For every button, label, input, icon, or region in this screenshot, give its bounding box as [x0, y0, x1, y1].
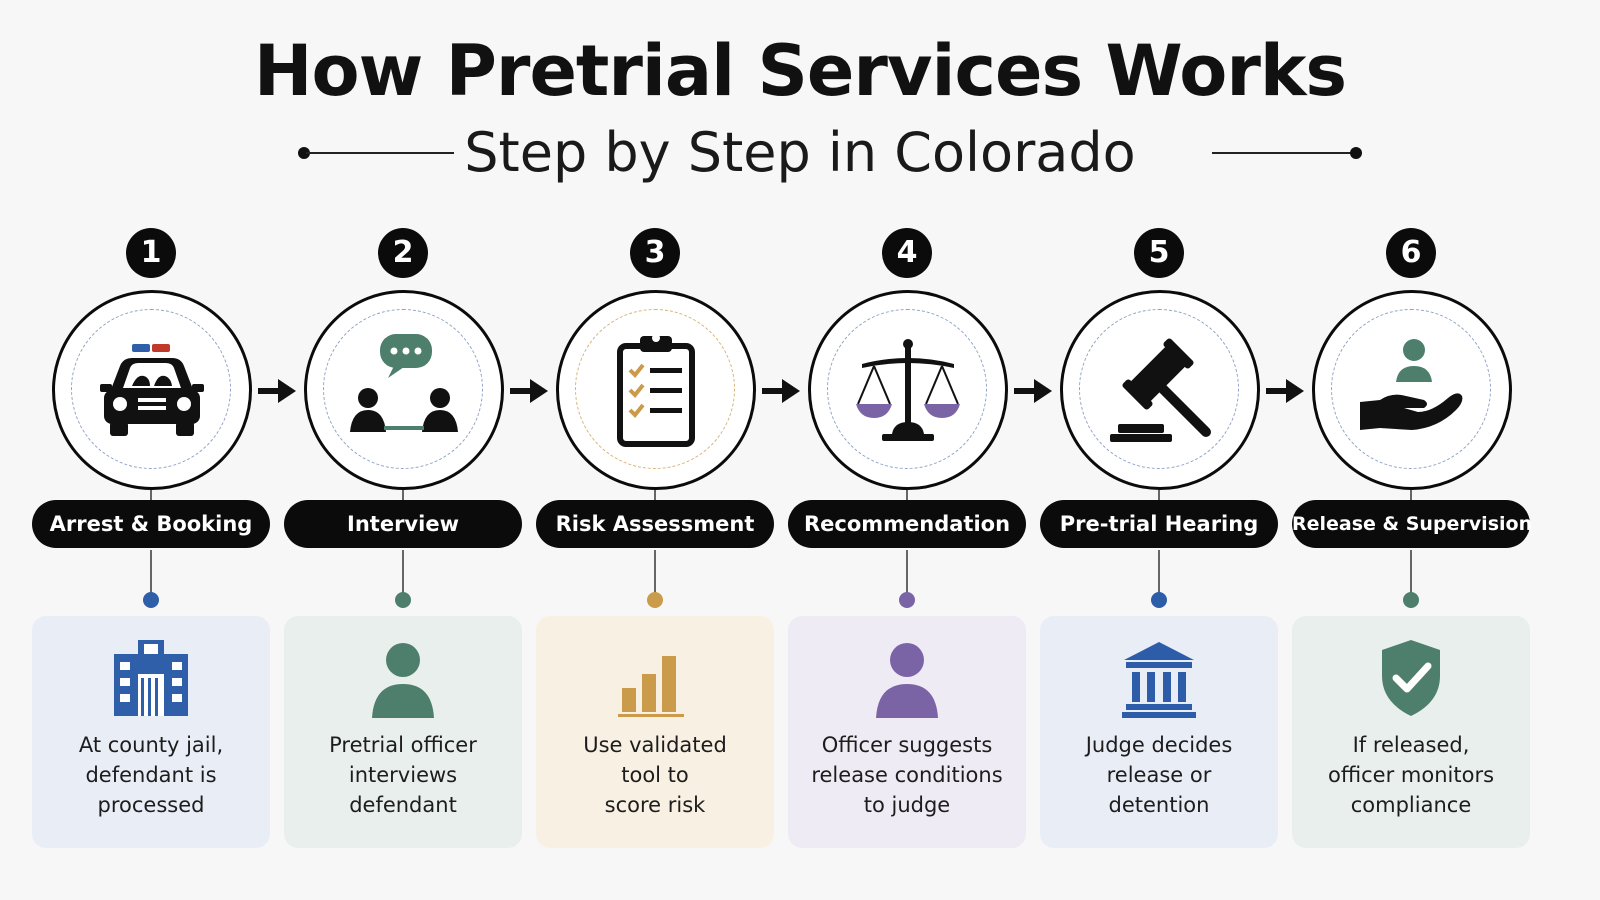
step-card: Officer suggests release conditions to j… [788, 616, 1026, 848]
checklist-clipboard-icon [617, 334, 695, 447]
connector-dot [395, 592, 411, 608]
step-4: 4 Recommendation Officer suggests releas… [778, 228, 1036, 848]
step-card: If released, officer monitors compliance [1292, 616, 1530, 848]
step-1: 1 Arrest & Booking [22, 228, 280, 848]
step-icon-circle [1312, 290, 1512, 490]
step-card: Pretrial officer interviews defendant [284, 616, 522, 848]
arrow-right-icon [1266, 379, 1304, 403]
step-icon-circle [52, 290, 252, 490]
interview-icon [350, 334, 458, 432]
gavel-icon [1110, 338, 1211, 442]
rule-dot-left [298, 147, 310, 159]
person-icon [876, 643, 938, 718]
arrow-right-icon [258, 379, 296, 403]
person-icon [372, 643, 434, 718]
step-description: Pretrial officer interviews defendant [329, 733, 477, 817]
step-2: 2 Interview Pretrial officer interviews … [274, 228, 532, 848]
arrow-right-icon [1014, 379, 1052, 403]
step-label-pill: Pre-trial Hearing [1040, 500, 1278, 548]
arrow-right-icon [510, 379, 548, 403]
step-icon-circle [304, 290, 504, 490]
step-label-pill: Recommendation [788, 500, 1026, 548]
step-description: If released, officer monitors compliance [1327, 733, 1495, 817]
hand-with-person-icon [1360, 339, 1463, 430]
step-description: Officer suggests release conditions to j… [811, 733, 1003, 817]
step-label-pill: Risk Assessment [536, 500, 774, 548]
step-6: 6 Release & Supervision If released, off… [1282, 228, 1540, 848]
jail-building-icon [114, 640, 188, 716]
step-card: At county jail, defendant is processed [32, 616, 270, 848]
rule-dot-right [1350, 147, 1362, 159]
connector-dot [1151, 592, 1167, 608]
step-number-badge: 5 [1134, 228, 1184, 278]
courthouse-icon [1122, 642, 1196, 718]
step-label-pill: Arrest & Booking [32, 500, 270, 548]
step-description: At county jail, defendant is processed [78, 733, 224, 817]
step-icon-circle [1060, 290, 1260, 490]
connector-dot [143, 592, 159, 608]
step-number-badge: 6 [1386, 228, 1436, 278]
step-description: Use validated tool to score risk [583, 733, 727, 817]
step-number-badge: 2 [378, 228, 428, 278]
connector-dot [1403, 592, 1419, 608]
arrow-right-icon [762, 379, 800, 403]
step-icon-circle [808, 290, 1008, 490]
step-card: Use validated tool to score risk [536, 616, 774, 848]
step-5: 5 Pre-trial Hearing Judge [1030, 228, 1288, 848]
connector-dot [899, 592, 915, 608]
step-icon-circle [556, 290, 756, 490]
step-card: Judge decides release or detention [1040, 616, 1278, 848]
step-label-pill: Release & Supervision [1292, 500, 1532, 548]
step-number-badge: 1 [126, 228, 176, 278]
step-3: 3 Risk Assessment Use validated tool to … [526, 228, 784, 848]
shield-check-icon [1382, 640, 1440, 716]
rule-left [306, 152, 454, 154]
step-description: Judge decides release or detention [1085, 733, 1233, 817]
rule-right [1212, 152, 1356, 154]
bar-chart-icon [618, 656, 684, 717]
page-subtitle: Step by Step in Colorado [464, 121, 1136, 184]
subtitle-row: Step by Step in Colorado [0, 118, 1600, 188]
step-number-badge: 3 [630, 228, 680, 278]
step-label-pill: Interview [284, 500, 522, 548]
scales-of-justice-icon [856, 339, 960, 441]
police-car-icon [100, 344, 204, 436]
page-title: How Pretrial Services Works [253, 30, 1347, 112]
step-number-badge: 4 [882, 228, 932, 278]
connector-dot [647, 592, 663, 608]
